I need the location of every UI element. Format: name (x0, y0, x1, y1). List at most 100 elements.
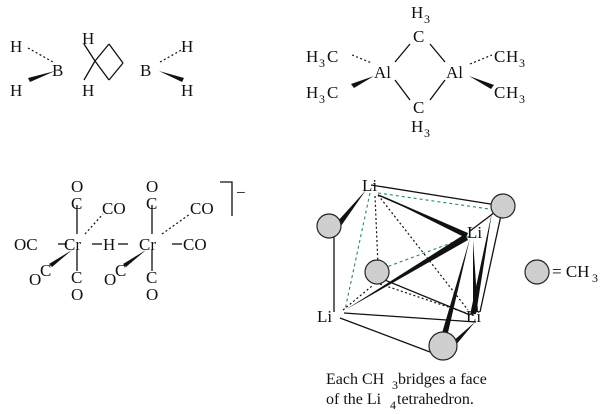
svg-text:H: H (506, 47, 518, 66)
wedge-bond (49, 250, 72, 267)
dashed-bond (159, 47, 186, 63)
hydride: H (103, 235, 115, 254)
heavy-bond (378, 194, 468, 238)
o-bottom-2: O (146, 285, 158, 304)
bond (429, 79, 446, 101)
bond (108, 43, 124, 64)
bridge-top-sub: 3 (424, 12, 430, 26)
wedge-bond (159, 71, 184, 82)
wedge-bond (28, 71, 55, 82)
o-top-2: O (146, 177, 158, 196)
frame-edge (370, 184, 505, 232)
atom-li-bottom-right: Li (466, 307, 481, 326)
atom-al-left: Al (374, 63, 391, 82)
dashed-bond (469, 54, 493, 65)
svg-text:C: C (327, 83, 338, 102)
atom-h-right-top: H (181, 37, 193, 56)
caption-line2-b: tetrahedron. (397, 391, 474, 408)
svg-text:H: H (506, 83, 518, 102)
legend-sub: 3 (592, 271, 598, 285)
co-right: CO (183, 235, 207, 254)
bridge-top-h: H (411, 3, 423, 22)
c-bottom-2: C (146, 268, 157, 287)
heavy-bond (440, 238, 470, 341)
metal-cr-2: Cr (139, 235, 156, 254)
c-top-1: C (71, 194, 82, 213)
caption: Each CH 3 bridges a face of the Li 4 tet… (326, 371, 487, 412)
bond (94, 43, 110, 62)
frame-edge (479, 205, 504, 313)
methyl-ball (364, 259, 390, 285)
caption-line2-a: of the Li (326, 391, 382, 408)
methyl-ball (490, 193, 516, 219)
bridge-bottom-c: C (413, 98, 424, 117)
c-top-2: C (146, 194, 157, 213)
bond (94, 60, 110, 81)
dashed-bond (161, 213, 191, 235)
bond (429, 43, 446, 63)
atom-li-bottom-left: Li (317, 307, 332, 326)
frame-edge (339, 317, 431, 353)
bridge-bottom-h: H (411, 117, 423, 136)
svg-text:H: H (306, 47, 318, 66)
metal-cr-1: Cr (64, 235, 81, 254)
c-lower-1: C (40, 261, 51, 280)
heavy-bond (452, 322, 475, 346)
dashed-edge-green (377, 192, 497, 211)
charge-sign: − (236, 183, 246, 202)
bridge-bottom-sub: 3 (424, 126, 430, 140)
svg-text:3: 3 (319, 56, 325, 70)
svg-text:H: H (306, 83, 318, 102)
legend-label: = CH (552, 262, 589, 281)
o-lower-2: O (104, 270, 116, 289)
methyl-left-top: H 3 C (306, 47, 338, 70)
atom-h-bridge-top: H (82, 29, 94, 48)
legend-ball (524, 259, 550, 285)
atom-h-left-bottom: H (10, 81, 22, 100)
atom-al-right: Al (446, 63, 463, 82)
methyl-right-top: C H 3 (494, 47, 525, 70)
chromium-hydride-complex: − O C CO OC Cr H C O C O O C CO Cr CO C … (14, 177, 246, 304)
atom-h-bridge-bottom: H (82, 81, 94, 100)
methyllithium-tetramer: Li Li Li Li = CH 3 Each CH 3 bridges a f… (316, 176, 598, 412)
diborane-structure: B B H H H H H H (10, 29, 193, 100)
methyl-ball (428, 331, 458, 361)
atom-h-left-top: H (10, 37, 22, 56)
bond (83, 60, 96, 81)
atom-b-left: B (52, 61, 63, 80)
co-upper-2: CO (190, 199, 214, 218)
trimethylaluminum-structure: Al Al H 3 C C H 3 H 3 C H 3 C C H 3 C H … (306, 3, 525, 140)
caption-line2-sub: 4 (390, 398, 396, 412)
bond (394, 43, 411, 63)
o-top-1: O (71, 177, 83, 196)
svg-text:3: 3 (319, 92, 325, 106)
legend: = CH 3 (524, 259, 598, 285)
atom-li-right: Li (467, 223, 482, 242)
dotted-bond (374, 195, 379, 266)
atom-li-top: Li (362, 176, 377, 195)
bond (108, 62, 124, 81)
co-upper-1: CO (102, 199, 126, 218)
caption-line1-b: bridges a face (398, 371, 487, 388)
oc-left: OC (14, 235, 38, 254)
dashed-bond (27, 47, 54, 63)
svg-text:3: 3 (519, 92, 525, 106)
dashed-bond (351, 54, 373, 64)
wedge-bond (351, 76, 374, 88)
caption-line1-sub: 3 (392, 378, 398, 392)
svg-text:3: 3 (519, 56, 525, 70)
dashed-edge-green (344, 192, 371, 311)
bond (394, 79, 411, 101)
o-bottom-1: O (71, 285, 83, 304)
o-lower-1: O (29, 270, 41, 289)
methyl-left-bottom: H 3 C (306, 83, 338, 106)
svg-text:C: C (494, 47, 505, 66)
methyl-right-bottom: C H 3 (494, 83, 525, 106)
heavy-bond (337, 190, 366, 226)
heavy-bond (345, 234, 468, 310)
methyl-ball (316, 213, 342, 239)
c-lower-2: C (115, 261, 126, 280)
dotted-bond (379, 283, 476, 317)
c-bottom-1: C (71, 268, 82, 287)
